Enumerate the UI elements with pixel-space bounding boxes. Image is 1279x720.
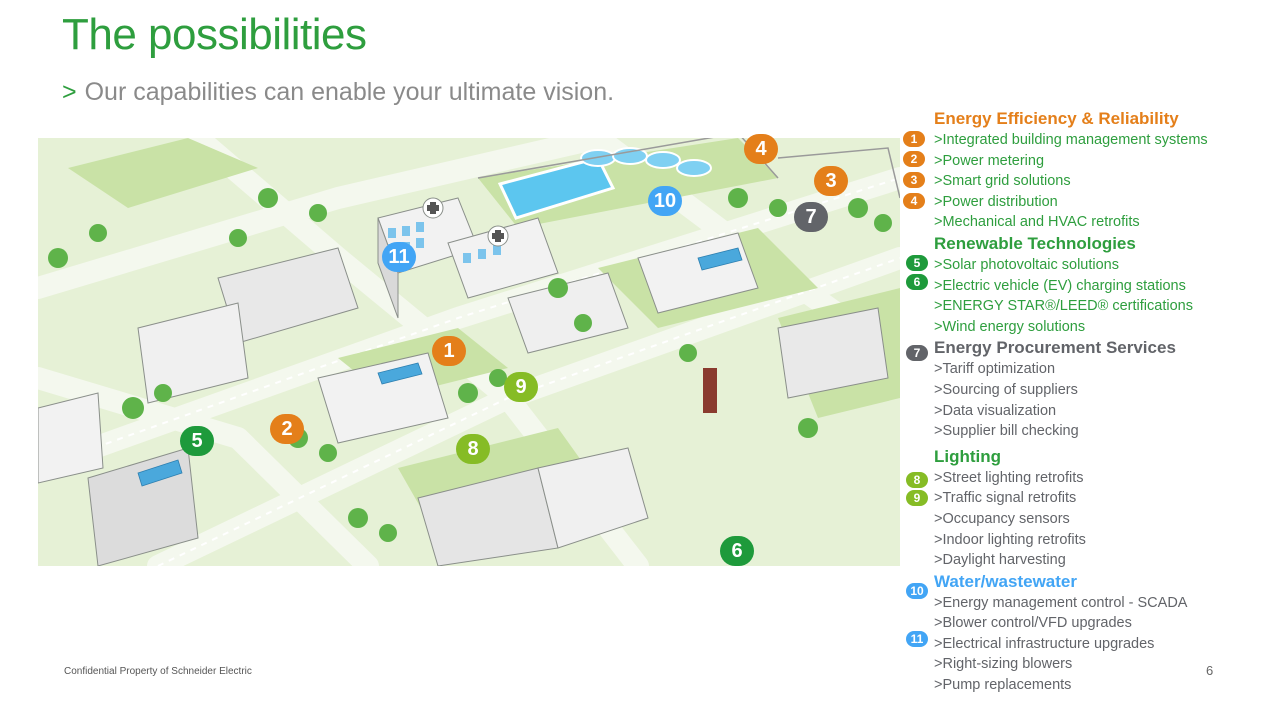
page-title: The possibilities xyxy=(62,10,367,59)
legend-badge-3: 3 xyxy=(903,172,925,188)
list-item: >ENERGY STAR®/LEED® certifications xyxy=(934,298,1193,315)
list-item: >Pump replacements xyxy=(934,677,1072,694)
map-marker-2: 2 xyxy=(270,414,304,444)
list-item: >Occupancy sensors xyxy=(934,510,1070,527)
section-lighting: Lighting >Street lighting retrofits >Tra… xyxy=(934,446,1274,571)
section-title: Water/wastewater xyxy=(934,571,1077,591)
list-item: >Indoor lighting retrofits xyxy=(934,531,1086,548)
map-marker-4: 4 xyxy=(744,134,778,164)
map-marker-11: 11 xyxy=(382,242,416,272)
legend-badge-11: 11 xyxy=(906,631,928,647)
legend-badge-4: 4 xyxy=(903,193,925,209)
list-item: >Integrated building management systems xyxy=(934,132,1208,148)
list-item: >Blower control/VFD upgrades xyxy=(934,615,1132,632)
map-marker-1: 1 xyxy=(432,336,466,366)
capabilities-legend: Energy Efficiency & Reliability >Integra… xyxy=(934,108,1274,696)
legend-badge-5: 5 xyxy=(906,255,928,271)
list-item: >Solar photovoltaic solutions xyxy=(934,256,1119,273)
section-title: Renewable Technologies xyxy=(934,233,1136,253)
page-number: 6 xyxy=(1206,663,1214,678)
section-renewable: Renewable Technologies >Solar photovolta… xyxy=(934,233,1274,337)
list-item: >Right-sizing blowers xyxy=(934,656,1073,673)
map-marker-10: 10 xyxy=(648,186,682,216)
legend-badge-9: 9 xyxy=(906,490,928,506)
list-item: >Electric vehicle (EV) charging stations xyxy=(934,277,1186,294)
list-item: >Energy management control - SCADA xyxy=(934,594,1188,611)
page-subtitle: >Our capabilities can enable your ultima… xyxy=(62,78,614,107)
list-item: >Sourcing of suppliers xyxy=(934,381,1078,398)
section-title: Energy Efficiency & Reliability xyxy=(934,109,1179,128)
map-marker-5: 5 xyxy=(180,426,214,456)
section-energy-efficiency: Energy Efficiency & Reliability >Integra… xyxy=(934,108,1274,233)
subtitle-text: Our capabilities can enable your ultimat… xyxy=(84,78,615,106)
list-item: >Data visualization xyxy=(934,402,1057,419)
section-title: Energy Procurement Services xyxy=(934,338,1176,358)
list-item: >Street lighting retrofits xyxy=(934,469,1084,486)
list-item: >Electrical infrastructure upgrades xyxy=(934,635,1155,652)
legend-badge-6: 6 xyxy=(906,274,928,290)
map-marker-3: 3 xyxy=(814,166,848,196)
map-marker-6: 6 xyxy=(720,536,754,566)
legend-badge-10: 10 xyxy=(906,583,928,599)
city-map-drawing xyxy=(27,127,911,577)
list-item: >Power metering xyxy=(934,152,1045,169)
legend-badge-7: 7 xyxy=(906,345,928,361)
list-item: >Traffic signal retrofits xyxy=(934,490,1077,507)
legend-badge-2: 2 xyxy=(903,151,925,167)
list-item: >Smart grid solutions xyxy=(934,173,1071,190)
legend-badge-8: 8 xyxy=(906,472,928,488)
subtitle-marker: > xyxy=(62,78,77,106)
map-marker-8: 8 xyxy=(456,434,490,464)
section-procurement: Energy Procurement Services >Tariff opti… xyxy=(934,337,1274,441)
section-water: Water/wastewater >Energy management cont… xyxy=(934,571,1274,696)
list-item: >Supplier bill checking xyxy=(934,423,1079,440)
footer-confidential: Confidential Property of Schneider Elect… xyxy=(64,666,252,677)
list-item: >Power distribution xyxy=(934,193,1058,210)
city-map-illustration: 4 3 10 7 11 1 9 2 5 8 6 xyxy=(27,127,911,577)
legend-badge-1: 1 xyxy=(903,131,925,147)
map-marker-7: 7 xyxy=(794,202,828,232)
list-item: >Daylight harvesting xyxy=(934,552,1066,569)
map-marker-9: 9 xyxy=(504,372,538,402)
list-item: >Tariff optimization xyxy=(934,361,1056,378)
section-title: Lighting xyxy=(934,446,1002,466)
list-item: >Wind energy solutions xyxy=(934,318,1086,335)
list-item: >Mechanical and HVAC retrofits xyxy=(934,214,1140,231)
